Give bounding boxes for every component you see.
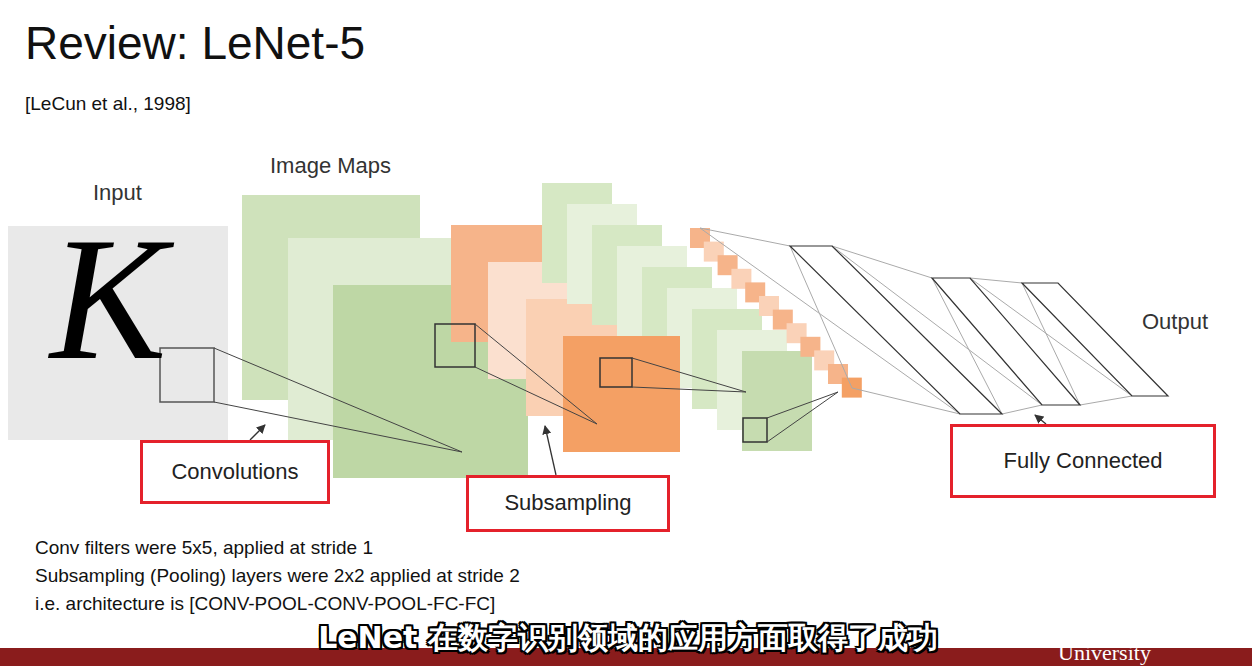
- callout-text: Convolutions: [171, 459, 298, 485]
- citation: [LeCun et al., 1998]: [25, 93, 191, 115]
- callout-text: Fully Connected: [1004, 448, 1163, 474]
- callout-text: Subsampling: [504, 490, 631, 516]
- input-glyph: K: [50, 212, 167, 387]
- receptive-field: [435, 324, 475, 367]
- layer-label: Image Maps: [270, 153, 391, 179]
- receptive-field: [600, 358, 632, 387]
- note: Subsampling (Pooling) layers were 2x2 ap…: [35, 565, 520, 587]
- slide-title: Review: LeNet-5: [25, 16, 365, 70]
- watermark: University: [1058, 640, 1151, 666]
- pooled-map: [563, 336, 680, 452]
- layer-label: Input: [93, 180, 142, 206]
- callout-box: Subsampling: [466, 475, 670, 532]
- layer-label: Output: [1142, 309, 1208, 335]
- receptive-field: [160, 348, 214, 402]
- callout-box: Convolutions: [140, 440, 330, 504]
- receptive-field: [743, 418, 767, 442]
- callout-box: Fully Connected: [950, 424, 1216, 498]
- subtitle: LeNet 在数字识别领域的应用方面取得了成功: [318, 618, 938, 659]
- fc-layers: [790, 246, 1168, 414]
- leader-arrows: [250, 415, 1046, 475]
- feature-map: [742, 351, 812, 451]
- feature-map-stack: [542, 183, 812, 451]
- note: Conv filters were 5x5, applied at stride…: [35, 537, 373, 559]
- note: i.e. architecture is [CONV-POOL-CONV-POO…: [35, 593, 495, 615]
- projection-lines: [214, 324, 838, 452]
